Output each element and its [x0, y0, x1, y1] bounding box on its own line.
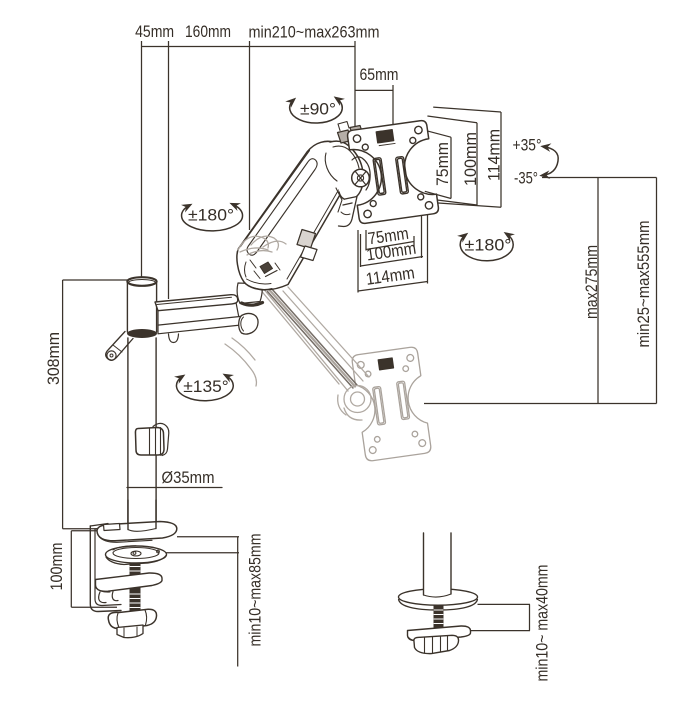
- svg-text:Ø35mm: Ø35mm: [162, 468, 215, 487]
- svg-text:45mm: 45mm: [135, 22, 174, 41]
- svg-text:308mm: 308mm: [44, 332, 63, 385]
- svg-text:75mm: 75mm: [433, 142, 452, 186]
- svg-text:min10~ max40mm: min10~ max40mm: [533, 565, 552, 682]
- svg-text:±90°: ±90°: [300, 100, 336, 119]
- svg-text:min10~max85mm: min10~max85mm: [246, 534, 265, 647]
- svg-text:±180°: ±180°: [188, 206, 234, 225]
- svg-text:114mm: 114mm: [485, 129, 504, 181]
- svg-text:100mm: 100mm: [461, 132, 480, 186]
- svg-text:±135°: ±135°: [183, 377, 229, 396]
- svg-text:114mm: 114mm: [365, 263, 416, 289]
- svg-text:±180°: ±180°: [465, 236, 512, 255]
- svg-text:160mm: 160mm: [185, 22, 231, 41]
- svg-text:+35°: +35°: [513, 136, 542, 155]
- svg-text:-35°: -35°: [514, 169, 538, 188]
- svg-text:min210~max263mm: min210~max263mm: [249, 23, 380, 42]
- svg-text:min25~max555mm: min25~max555mm: [634, 221, 653, 348]
- svg-text:100mm: 100mm: [47, 543, 66, 591]
- svg-text:65mm: 65mm: [360, 65, 399, 84]
- svg-text:max275mm: max275mm: [582, 245, 601, 319]
